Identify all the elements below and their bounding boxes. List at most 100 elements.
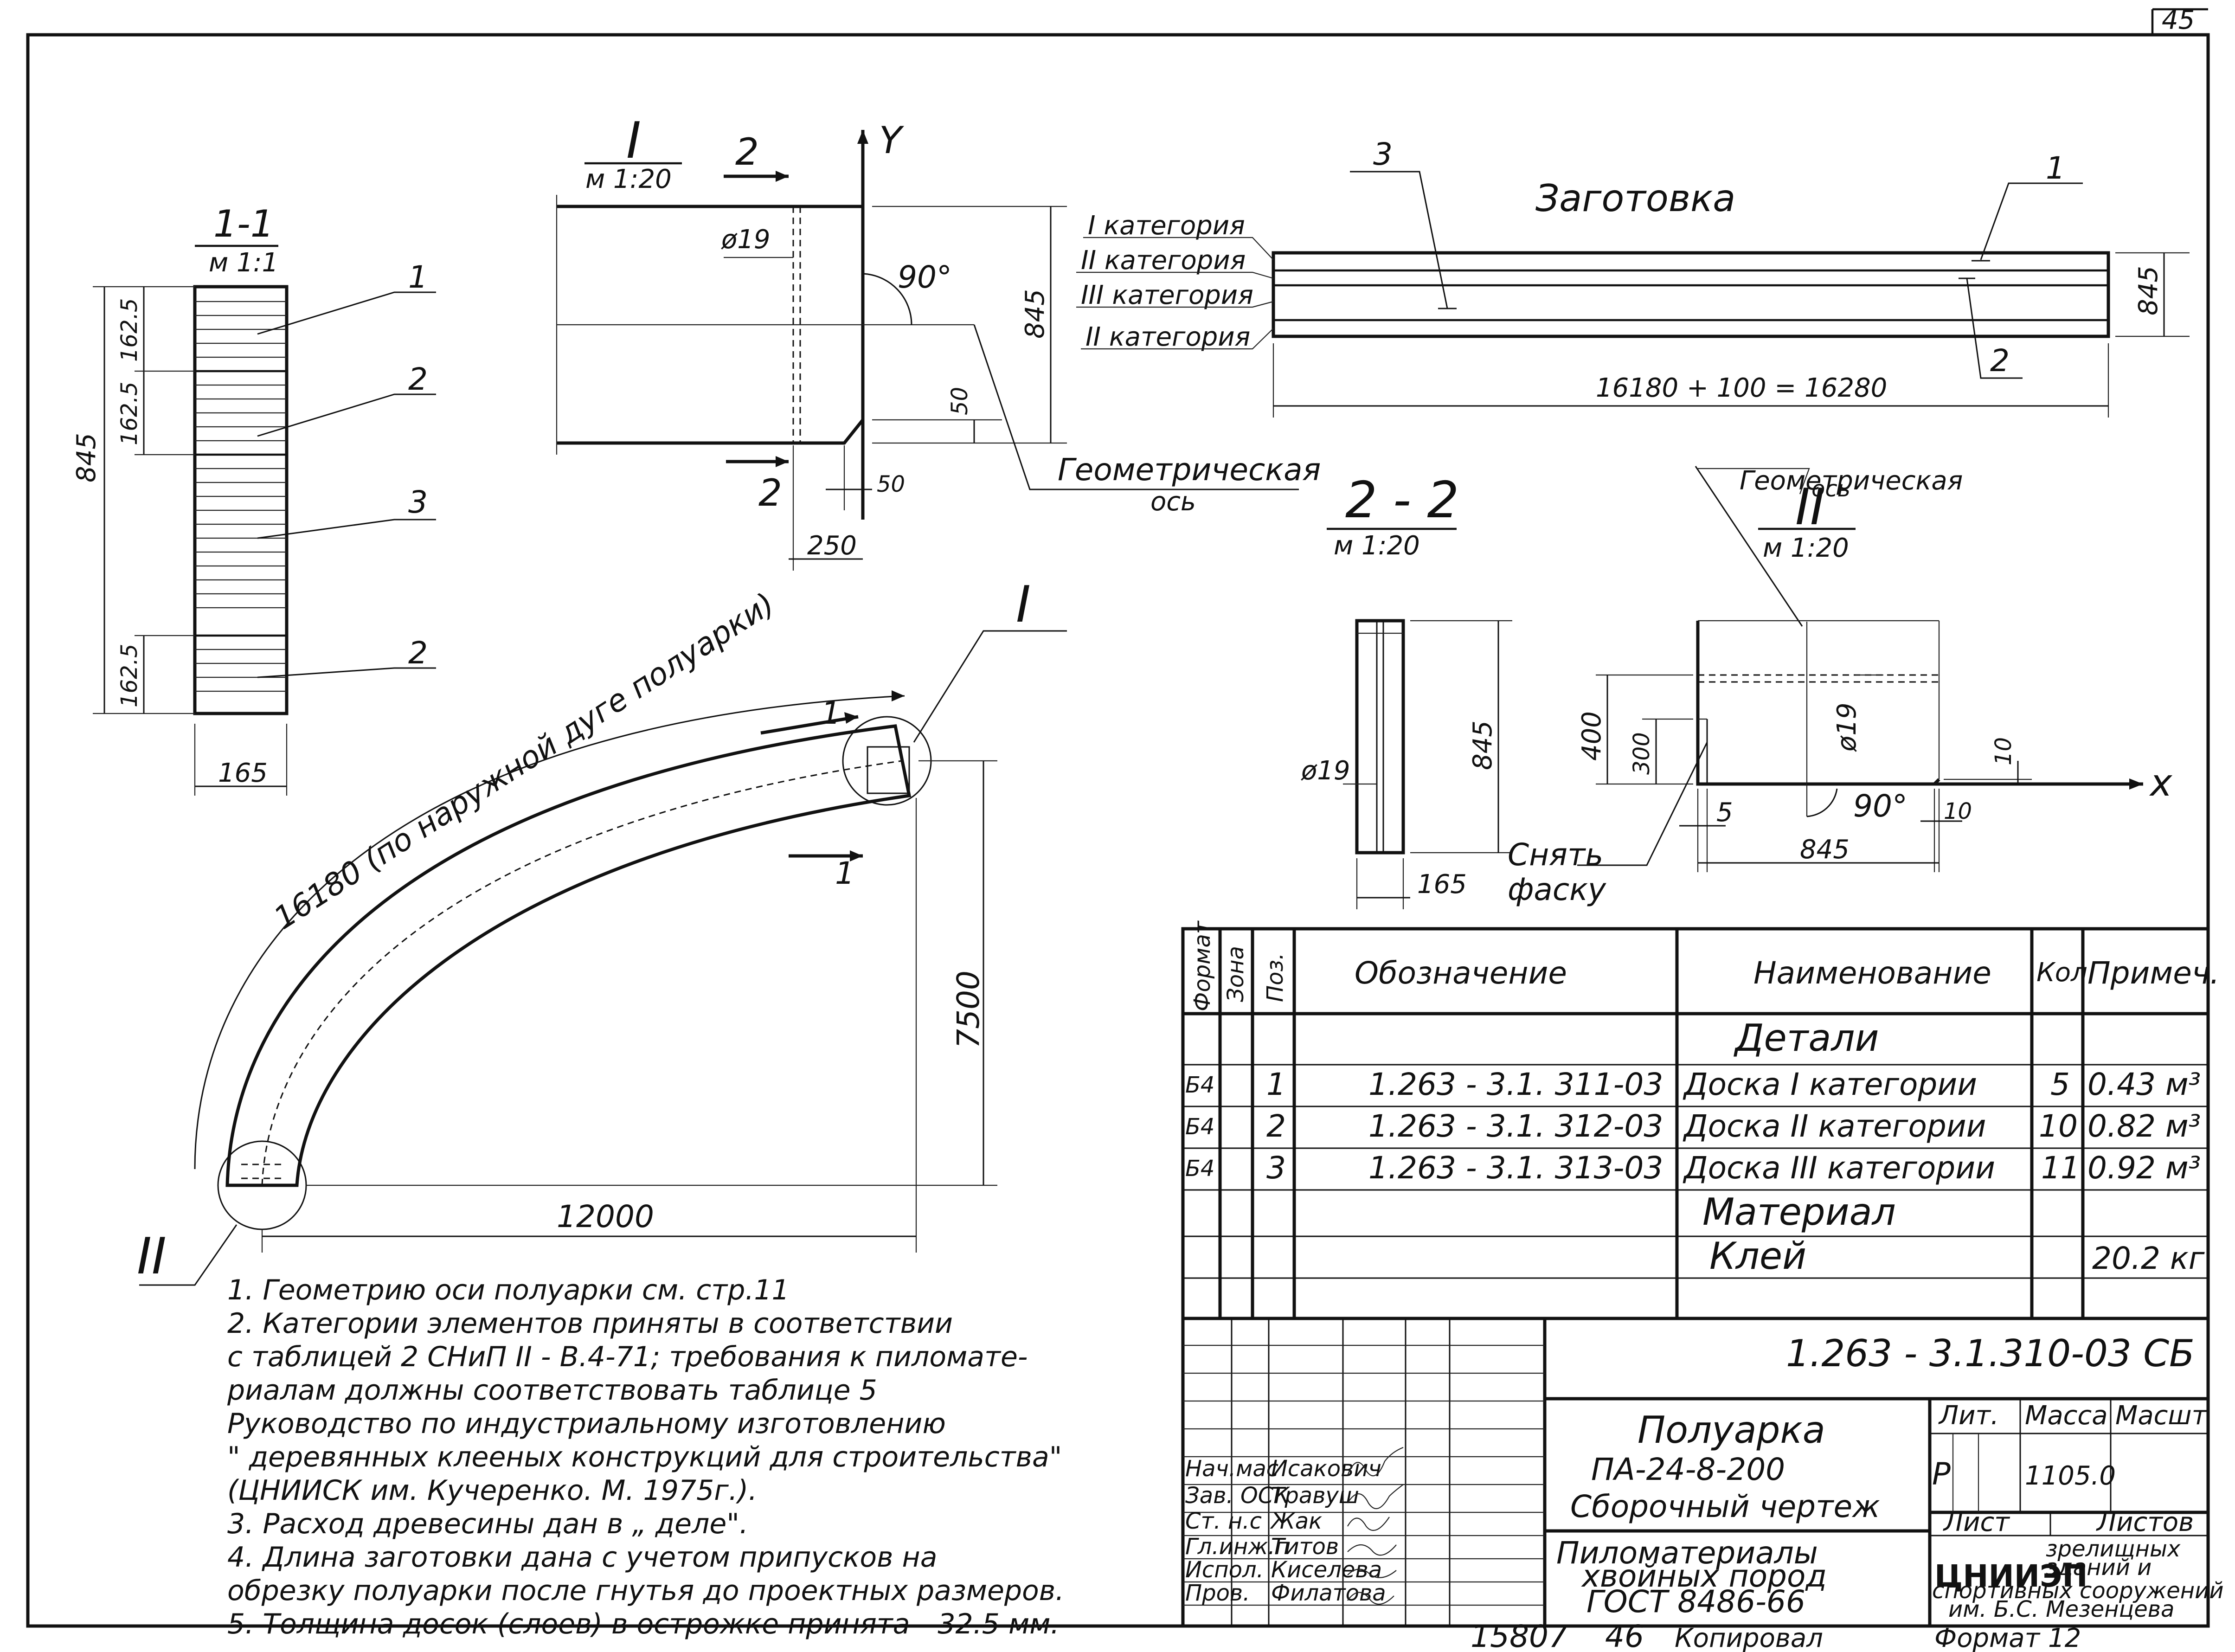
title-org-full-2: зданий и <box>2046 1555 2152 1581</box>
note-line: 3. Расход древесины дан в „ деле". <box>227 1508 748 1540</box>
title-material-1: Пиломатериалы <box>1556 1535 1818 1571</box>
title-person-5: Киселева <box>1271 1557 1382 1583</box>
blank-category-1: I категория <box>1088 211 1245 241</box>
section-1-1-height: 845 <box>71 433 102 482</box>
sheet-frame <box>26 33 2210 1628</box>
geom-axis-label-II-1: Геометрическая <box>1740 466 1963 496</box>
arch-ref-II: II <box>137 1228 167 1286</box>
detail-I-hole: ø19 <box>721 225 771 255</box>
blank-body <box>1272 251 2110 338</box>
section-2-2: 2 - 2 м 1:20 ø19 845 165 Снять фаску <box>1301 471 1606 909</box>
title-mass-label: Масса <box>2025 1401 2108 1431</box>
section-2-2-scale: м 1:20 <box>1334 531 1420 561</box>
title-block: 1.263 - 3.1.310-03 СБ Полуарка ПА-24-8-2… <box>1181 1317 2224 1628</box>
footer-number: 15807 <box>1471 1619 1568 1652</box>
note-line: 5. Толщина досок (слоев) в острожке прин… <box>227 1608 1060 1640</box>
spec-glue-note: 20.2 кг <box>2092 1241 2205 1276</box>
detail-II-scale: м 1:20 <box>1763 533 1849 563</box>
blank-category-4: II категория <box>1085 322 1250 352</box>
blank-category-3: III категория <box>1081 280 1253 310</box>
detail-I-offset: 250 <box>807 531 857 561</box>
title-person-6: Филатова <box>1271 1580 1386 1606</box>
blank-leader-1: 1 <box>2046 150 2065 186</box>
detail-II-angle: 90° <box>1853 788 1907 824</box>
spec-row-3-designation: 1.263 - 3.1. 313-03 <box>1368 1150 1663 1186</box>
detail-I-title: I <box>626 112 641 170</box>
detail-II-title: II <box>1795 478 1825 536</box>
section-2-2-height: 845 <box>1468 720 1498 770</box>
note-line: " деревянных клееных конструкций для стр… <box>227 1441 1062 1473</box>
spec-row-3-pos: 3 <box>1266 1150 1286 1186</box>
spec-glue-name: Клей <box>1709 1234 1806 1278</box>
footer-format: Формат 12 <box>1934 1623 2081 1652</box>
title-org-full-4: им. Б.С. Мезенцева <box>1948 1596 2174 1622</box>
detail-I-board <box>557 205 865 445</box>
blank: Заготовка I категория II категория III к… <box>1076 136 2190 418</box>
arch: I II 1 1 16180 (по наружной дуге полуарк… <box>137 576 1067 1286</box>
title-person-1: Исакович <box>1271 1456 1381 1482</box>
section-1-1-leader-1: 1 <box>408 259 428 295</box>
section-2-2-width: 165 <box>1417 869 1467 900</box>
title-org-full-1: зрелищных <box>2046 1536 2181 1562</box>
section-1-1-hatch <box>195 301 287 692</box>
footer-copied: Копировал <box>1675 1623 1823 1652</box>
title-org-full-3: спортивных сооружений <box>1932 1578 2224 1604</box>
section-1-1-scale: м 1:1 <box>209 248 278 278</box>
blank-category-2: II категория <box>1081 245 1246 276</box>
blank-title: Заготовка <box>1535 177 1735 220</box>
spec-row-2-qty: 10 <box>2039 1108 2078 1144</box>
detail-II-width: 845 <box>1800 835 1850 865</box>
title-mass-value: 1105.0 <box>2025 1461 2116 1491</box>
spec-header-zone: Зона <box>1223 946 1249 1002</box>
title-person-4: Титов <box>1271 1534 1339 1560</box>
section-1-1-width: 165 <box>218 758 268 788</box>
title-role-6: Пров. <box>1185 1580 1250 1606</box>
spec-row-1-designation: 1.263 - 3.1. 311-03 <box>1368 1067 1663 1102</box>
section-1-1-dim-b: 162.5 <box>116 382 142 445</box>
section-1-1-leader-3: 3 <box>408 484 428 520</box>
title-org-short: ЦНИИЭП <box>1934 1558 2088 1594</box>
section-2-2-hole: ø19 <box>1301 756 1350 786</box>
section-2-2-note-2: фаску <box>1508 872 1606 907</box>
detail-II-d5: 5 <box>1716 797 1733 828</box>
spec-header-note: Примеч. <box>2087 955 2220 991</box>
arch-body <box>225 724 912 1187</box>
title-role-4: Гл.инж.п <box>1185 1534 1290 1560</box>
detail-II-d10b: 10 <box>1991 737 2017 765</box>
spec-row-1-pos: 1 <box>1266 1067 1286 1102</box>
spec-section-material: Материал <box>1702 1190 1896 1234</box>
section-1-1-leader-4: 2 <box>408 635 428 671</box>
note-line: 2. Категории элементов приняты в соответ… <box>227 1307 953 1340</box>
spec-row-3-qty: 11 <box>2041 1150 2080 1186</box>
detail-I-chamfer-v: 50 <box>947 387 973 415</box>
spec-header-pos: Поз. <box>1262 953 1288 1002</box>
arch-detail-I-circle <box>842 716 932 806</box>
detail-II: Геометрическая ось II м 1:20 400 300 ø19… <box>1577 466 2173 872</box>
note-line: 4. Длина заготовки дана с учетом припуск… <box>227 1541 938 1574</box>
arch-cut-bottom: 1 <box>835 855 854 891</box>
detail-I-cut-top: 2 <box>735 130 759 174</box>
geom-axis-label-I-2: ось <box>1150 487 1196 517</box>
notes: 1. Геометрию оси полуарки см. стр.11 2. … <box>227 1273 1178 1641</box>
geom-axis-label-II-2: ось <box>1811 476 1850 502</box>
title-sheet-label: Лист <box>1943 1507 2010 1537</box>
note-line: риалам должны соответствовать таблице 5 <box>227 1374 877 1407</box>
detail-II-axis-x: x <box>2149 761 2173 804</box>
title-role-1: Нач.мас <box>1185 1456 1278 1482</box>
blank-leader-2: 2 <box>1990 343 2010 379</box>
section-1-1-dim-a: 162.5 <box>116 298 142 362</box>
spec-header-format: Формат <box>1189 920 1215 1011</box>
spec-row-2-designation: 1.263 - 3.1. 312-03 <box>1368 1108 1663 1144</box>
detail-I-axis-y: Y <box>879 119 905 162</box>
detail-I-angle: 90° <box>898 259 952 295</box>
title-role-2: Зав. ОСК <box>1185 1483 1290 1509</box>
detail-II-hole: ø19 <box>1832 702 1862 752</box>
spec-row-1-qty: 5 <box>2050 1067 2070 1102</box>
arch-ref-I: I <box>1016 576 1031 634</box>
section-1-1-title: 1-1 <box>213 202 274 245</box>
detail-II-d400: 400 <box>1577 711 1607 761</box>
arch-axis <box>261 760 903 1186</box>
title-sheets-label: Листов <box>2096 1507 2194 1537</box>
title-role-5: Испол. <box>1185 1557 1264 1583</box>
